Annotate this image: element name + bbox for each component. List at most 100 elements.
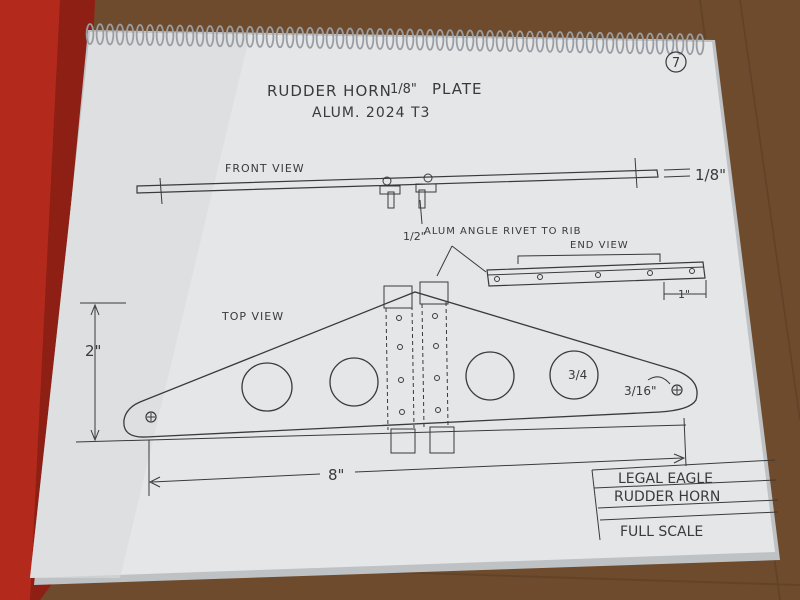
length-ext-right [683, 417, 687, 467]
spiral-loop [485, 29, 495, 52]
spiral-loop [385, 28, 395, 50]
title-line1: RUDDER HORN [267, 82, 392, 100]
spiral-loop [625, 32, 635, 55]
spiral-loop [555, 31, 565, 53]
spiral-loop [135, 23, 145, 46]
spiral-loop [155, 24, 165, 47]
leader-to-front-view [419, 199, 423, 225]
angle-left-leg [387, 191, 395, 209]
height-dim: 2" [85, 342, 101, 360]
spiral-loop [295, 26, 305, 49]
front-view-break-line-1 [634, 157, 638, 189]
spiral-loop [265, 26, 275, 48]
spiral-loop [85, 23, 95, 45]
spiral-loop [225, 25, 235, 48]
spiral-loop [495, 30, 505, 52]
spiral-loop [675, 33, 685, 55]
spiral-loop [235, 25, 245, 48]
length-arrow-left [148, 476, 161, 488]
top-view-plate-outline [123, 291, 698, 438]
spiral-loop [375, 28, 385, 50]
rivet-head-1 [382, 176, 392, 186]
front-view-plate [136, 169, 659, 194]
spiral-loop [405, 28, 415, 51]
spiral-loop [615, 32, 625, 54]
spiral-loop [125, 23, 135, 46]
height-arrow-bottom [90, 429, 100, 442]
lightening-holes [241, 350, 599, 412]
spiral-loop [275, 26, 285, 49]
spiral-loop [455, 29, 465, 52]
angle-left [379, 185, 401, 195]
spiral-loop [575, 31, 585, 54]
spiral-loop [465, 29, 475, 52]
spiral-loop [645, 32, 655, 55]
length-dim-line-right [354, 457, 683, 473]
rivet-head-2 [423, 173, 433, 183]
spiral-loop [545, 30, 555, 53]
length-dim-line-left [151, 473, 321, 483]
page-number: 7 [672, 56, 680, 71]
spiral-loop [335, 27, 345, 50]
top-view-angles [383, 281, 455, 454]
spiral-loop [585, 31, 595, 54]
spiral-loop [515, 30, 525, 53]
spiral-loop [425, 28, 435, 51]
title-block-scale: FULL SCALE [620, 524, 703, 540]
spiral-loop [445, 29, 455, 52]
spiral-loop [185, 24, 195, 47]
height-ext-bottom [75, 424, 687, 443]
title-material: ALUM. 2024 T3 [312, 105, 430, 121]
leader-to-top-view [436, 245, 453, 277]
length-dim: 8" [328, 466, 344, 484]
spiral-loop [105, 23, 115, 46]
front-view-thickness: 1/8" [695, 166, 726, 184]
spiral-loop [535, 30, 545, 53]
spiral-loop [695, 33, 705, 56]
length-arrow-right [673, 453, 686, 464]
spiral-loop [605, 31, 615, 54]
spiral-loop [245, 25, 255, 48]
page-number-circle [665, 51, 687, 73]
front-view-break-line-2 [159, 177, 163, 205]
spiral-loop [505, 30, 515, 53]
height-arrow-top [90, 303, 100, 316]
spiral-binding [85, 23, 705, 56]
spiral-loop [685, 33, 695, 56]
spiral-loop [525, 30, 535, 53]
hole-callout: 3/4 [568, 368, 587, 382]
end-view-dim: 1" [678, 288, 690, 301]
end-view-label: END VIEW [570, 240, 629, 251]
title-plate: PLATE [432, 80, 482, 98]
spiral-loop [595, 31, 605, 54]
end-view-rivets [494, 268, 695, 282]
spiral-loop [395, 28, 405, 51]
spiral-loop [415, 28, 425, 51]
spiral-loop [655, 32, 665, 55]
spiral-loop [205, 25, 215, 47]
spiral-loop [635, 32, 645, 55]
spiral-loop [325, 27, 335, 49]
spiral-loop [195, 24, 205, 47]
angle-size: 1/2" [403, 230, 426, 243]
bolt-hole-right [671, 384, 683, 396]
front-view-label: FRONT VIEW [225, 162, 305, 175]
title-thickness: 1/8" [390, 82, 417, 97]
angle-note: ALUM ANGLE RIVET TO RIB [424, 226, 581, 237]
spiral-loop [435, 29, 445, 51]
end-view-flange [486, 266, 705, 276]
title-block-part: RUDDER HORN [614, 489, 720, 505]
angle-right [415, 183, 437, 193]
small-hole-leader [647, 376, 671, 385]
spiral-loop [475, 29, 485, 52]
leader-to-end-view [451, 245, 487, 273]
small-hole-callout: 3/16" [624, 384, 656, 398]
bolt-hole-left [145, 411, 157, 423]
spiral-loop [285, 26, 295, 49]
spiral-loop [175, 24, 185, 47]
end-view-plate [486, 261, 706, 287]
spiral-loop [95, 23, 105, 46]
spiral-loop [305, 26, 315, 49]
end-view-bracket [517, 253, 661, 264]
